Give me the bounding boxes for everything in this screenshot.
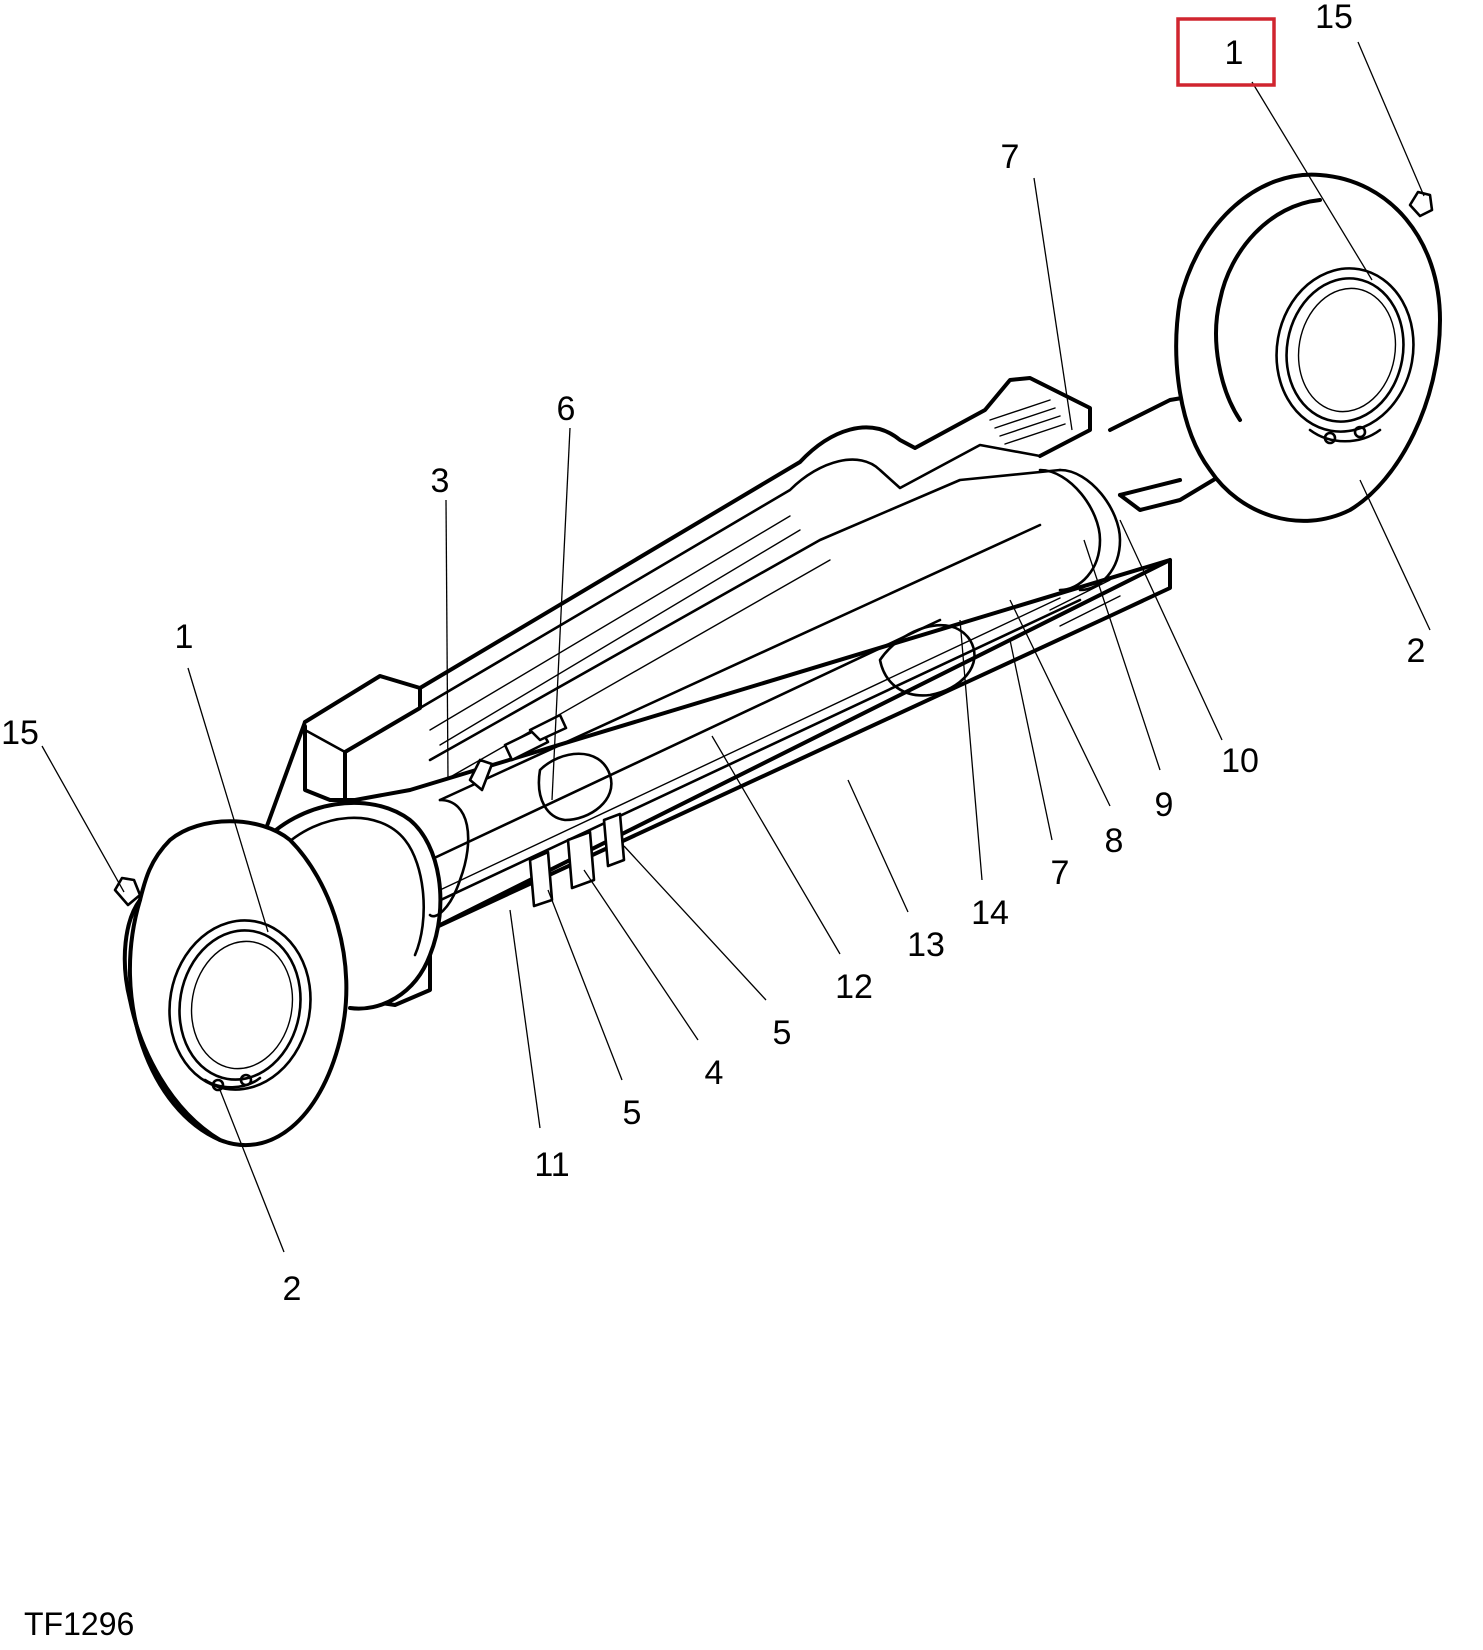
callout-13: 13 (907, 926, 945, 964)
figure-id: TF1296 (24, 1606, 135, 1642)
callout-7-top: 7 (1001, 138, 1020, 176)
highlight-box (1176, 17, 1276, 87)
left-eye (113, 819, 349, 1147)
callout-3: 3 (431, 462, 450, 500)
callout-12: 12 (835, 968, 873, 1006)
callout-2-left: 2 (283, 1270, 302, 1308)
callout-9: 9 (1155, 786, 1174, 824)
callout-1-top: 1 (1225, 34, 1244, 72)
callout-10: 10 (1221, 742, 1259, 780)
callout-14: 14 (971, 894, 1009, 932)
callout-6: 6 (557, 390, 576, 428)
callout-15-left: 15 (1, 714, 39, 752)
callout-labels: 1 15 7 6 3 1 15 2 10 9 8 7 14 13 12 5 4 … (1, 0, 1425, 1308)
callout-5-right: 5 (773, 1014, 792, 1052)
callout-11: 11 (534, 1146, 569, 1184)
leader-lines (41, 41, 1431, 1253)
callout-2-right: 2 (1407, 632, 1426, 670)
callout-8: 8 (1105, 822, 1124, 860)
callout-1-left: 1 (175, 618, 194, 656)
cylinder-barrel (258, 376, 1172, 1011)
right-eye (1108, 172, 1442, 523)
callout-7-mid: 7 (1051, 854, 1070, 892)
callout-4: 4 (705, 1054, 724, 1092)
callout-5-left: 5 (623, 1094, 642, 1132)
callout-15-top: 15 (1315, 0, 1353, 36)
